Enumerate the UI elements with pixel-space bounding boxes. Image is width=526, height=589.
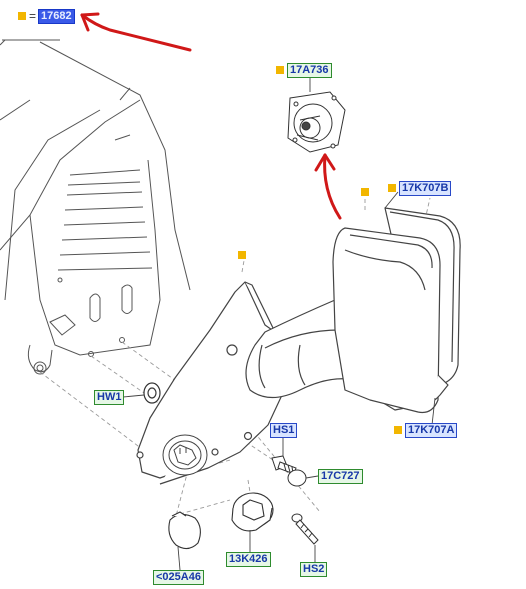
screw-hs2 [291, 513, 319, 545]
callout-17k707a[interactable]: 17K707A [405, 423, 458, 438]
legend-equals: = [29, 9, 37, 23]
mirror-housing [332, 207, 461, 414]
callout-marker-icon [394, 426, 402, 434]
callout-marker-icon [276, 66, 284, 74]
legend-reference-label: 17682 [38, 9, 75, 24]
washer [143, 382, 161, 404]
cap [287, 469, 307, 487]
leader-lines [122, 78, 436, 571]
callout-marker-icon [238, 251, 246, 259]
callout-025a46[interactable]: <025A46 [153, 570, 204, 585]
door-panel-outline [0, 39, 191, 375]
bracket-connector [162, 434, 208, 476]
callout-17k707b[interactable]: 17K707B [399, 181, 452, 196]
callout-17a736[interactable]: 17A736 [287, 63, 332, 78]
callout-hs1[interactable]: HS1 [270, 423, 298, 438]
connector-13k426 [231, 492, 274, 532]
mirror-motor [287, 91, 346, 153]
red-annotation-arrows [80, 12, 342, 220]
bolt-hs1 [271, 455, 297, 475]
indicator-lamp [168, 511, 201, 550]
callout-hw1[interactable]: HW1 [94, 390, 125, 405]
callout-17c727[interactable]: 17C727 [318, 469, 363, 484]
legend-marker-icon [18, 12, 26, 20]
callout-marker-icon [361, 188, 369, 196]
callout-13k426[interactable]: 13K426 [226, 552, 271, 567]
callout-hs2[interactable]: HS2 [300, 562, 328, 577]
callout-marker-icon [388, 184, 396, 192]
